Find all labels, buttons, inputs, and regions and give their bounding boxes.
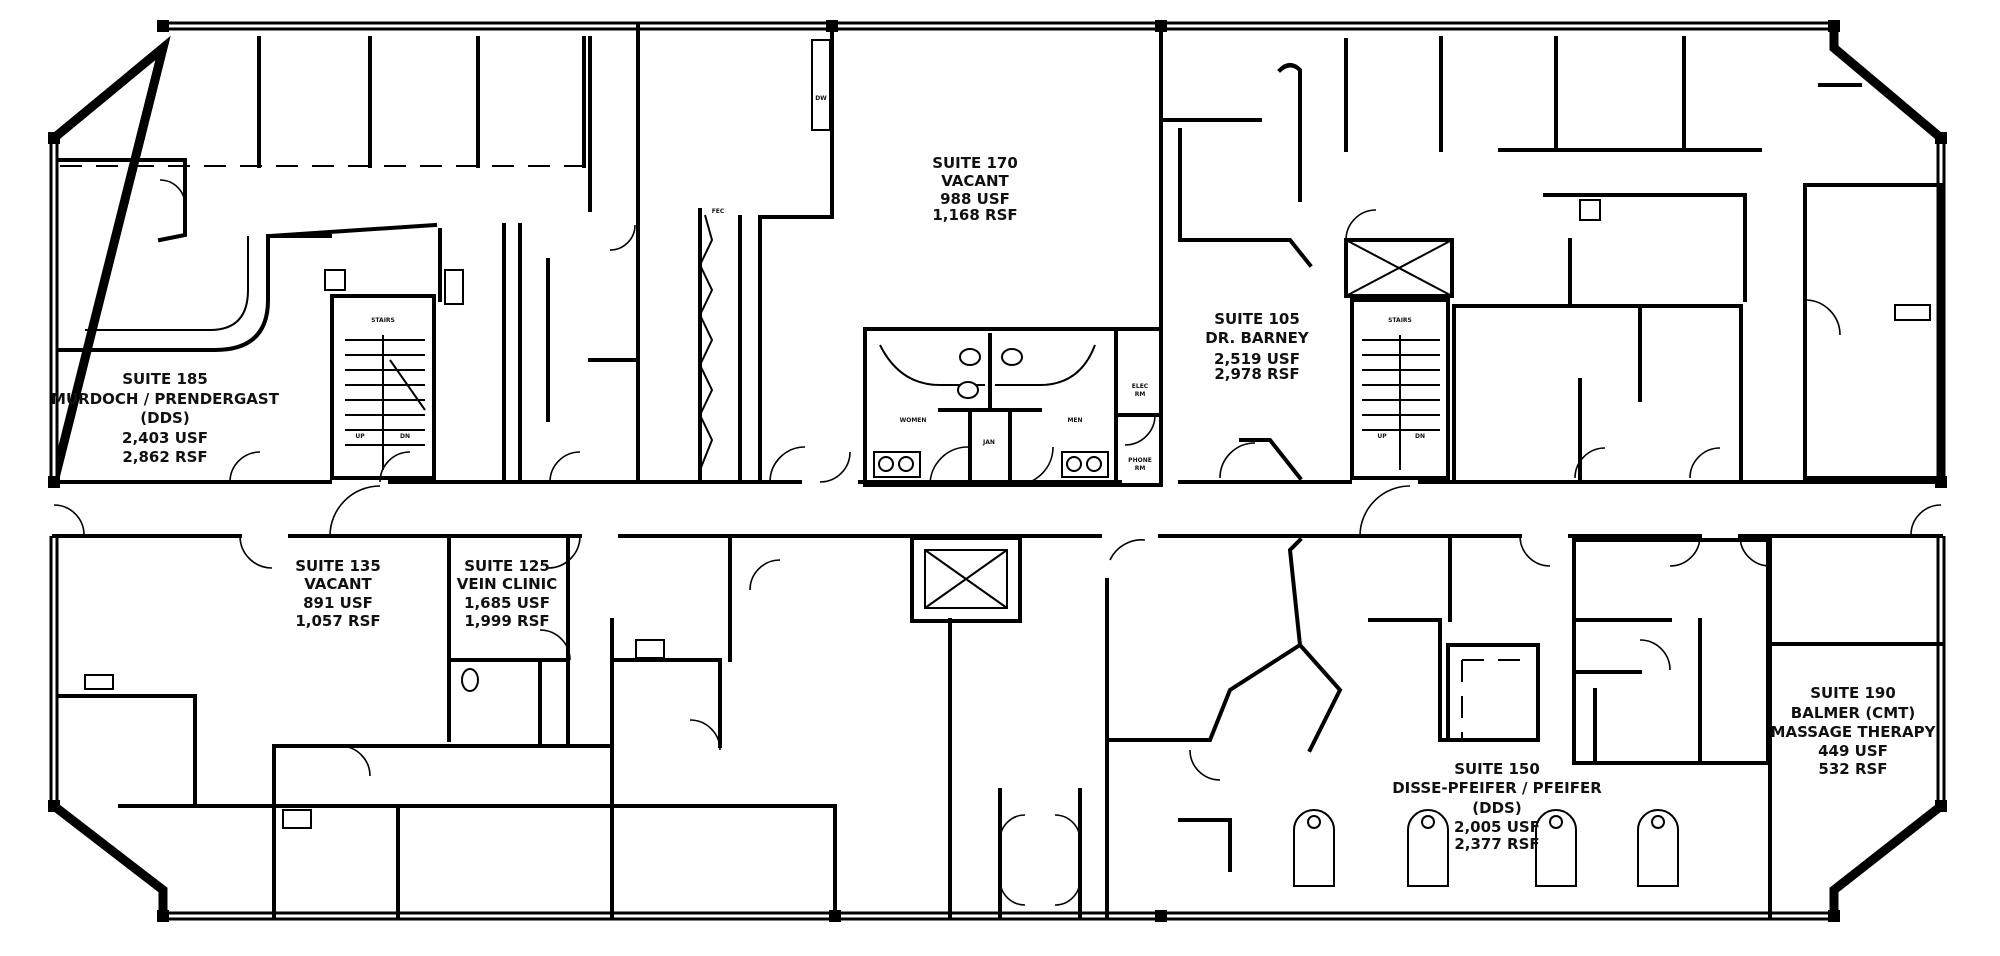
elec-room-label: ELEC (1132, 383, 1149, 390)
stairs-label-right: STAIRS (1388, 317, 1412, 324)
suite-185-plan (58, 24, 640, 484)
tenant-business: MASSAGE THERAPY (1771, 723, 1937, 741)
rentable-area: 2,377 RSF (1454, 835, 1539, 853)
fire-extinguisher-label: FEC (712, 208, 725, 215)
rentable-area: 532 RSF (1818, 760, 1887, 778)
suite-170-label: SUITE 170 VACANT 988 USF 1,168 RSF (932, 154, 1018, 224)
tenant-name: VACANT (304, 575, 372, 593)
men-restroom-label: MEN (1067, 417, 1082, 424)
dental-chairs (1293, 809, 1679, 887)
usable-area: 449 USF (1818, 742, 1888, 760)
stairs-up-label-left: UP (355, 433, 365, 440)
usable-area: 891 USF (303, 594, 373, 612)
suite-number: SUITE 135 (295, 557, 381, 575)
structural-columns (48, 20, 1947, 922)
suite-number: SUITE 150 (1454, 760, 1540, 778)
tenant-name: MURDOCH / PRENDERGAST (51, 390, 280, 408)
elevator-lobby (910, 536, 1146, 918)
suite-number: SUITE 125 (464, 557, 550, 575)
stairs-dn-label-left: DN (400, 433, 410, 440)
suite-105-label: SUITE 105 DR. BARNEY 2,519 USF 2,978 RSF (1205, 310, 1310, 383)
tenant-name: DR. BARNEY (1205, 329, 1310, 347)
women-restroom-label: WOMEN (900, 417, 927, 424)
restroom-core (863, 327, 1163, 487)
rentable-area: 1,168 RSF (932, 206, 1017, 224)
stairs-up-label-right: UP (1377, 433, 1387, 440)
suite-105-plan (1159, 36, 1943, 481)
dishwasher-label: DW (815, 95, 827, 102)
stair-treads-left (345, 335, 426, 470)
main-corridor (52, 480, 1943, 538)
suite-125-label: SUITE 125 VEIN CLINIC 1,685 USF 1,999 RS… (457, 557, 558, 630)
tenant-name: VEIN CLINIC (457, 575, 558, 593)
suite-185-label: SUITE 185 MURDOCH / PRENDERGAST (DDS) 2,… (51, 370, 280, 466)
usable-area: 2,403 USF (122, 429, 208, 447)
stairs-label-left: STAIRS (371, 317, 395, 324)
rentable-area: 1,057 RSF (295, 612, 380, 630)
tenant-name: VACANT (941, 172, 1009, 190)
tenant-name: DISSE-PFEIFER / PFEIFER (1392, 779, 1602, 797)
usable-area: 988 USF (940, 190, 1010, 208)
rentable-area: 2,862 RSF (122, 448, 207, 466)
room-labels: WOMEN MEN JAN ELEC RM PHONE RM STAIRS UP… (355, 95, 1425, 472)
suite-number: SUITE 105 (1214, 310, 1300, 328)
tenant-name: BALMER (CMT) (1791, 704, 1915, 722)
suite-number: SUITE 185 (122, 370, 208, 388)
rentable-area: 2,978 RSF (1214, 365, 1299, 383)
suite-170-plan (698, 24, 1163, 484)
stair-treads-right (1362, 335, 1440, 470)
stairs-dn-label-right: DN (1415, 433, 1425, 440)
suite-135-125-plan (58, 534, 952, 918)
suite-number: SUITE 190 (1810, 684, 1896, 702)
janitor-label: JAN (982, 439, 995, 446)
tenant-credential: (DDS) (1472, 799, 1521, 817)
suite-150-label: SUITE 150 DISSE-PFEIFER / PFEIFER (DDS) … (1392, 760, 1602, 853)
suite-150-plan (1105, 534, 1943, 918)
elec-room-label-2: RM (1135, 391, 1146, 398)
phone-room-label-2: RM (1135, 465, 1146, 472)
suite-number: SUITE 170 (932, 154, 1018, 172)
usable-area: 2,005 USF (1454, 818, 1540, 836)
suite-135-label: SUITE 135 VACANT 891 USF 1,057 RSF (295, 557, 381, 630)
usable-area: 2,519 USF (1214, 350, 1300, 368)
usable-area: 1,685 USF (464, 594, 550, 612)
tenant-credential: (DDS) (140, 409, 189, 427)
rentable-area: 1,999 RSF (464, 612, 549, 630)
suite-190-label: SUITE 190 BALMER (CMT) MASSAGE THERAPY 4… (1771, 684, 1937, 778)
phone-room-label: PHONE (1128, 457, 1152, 464)
